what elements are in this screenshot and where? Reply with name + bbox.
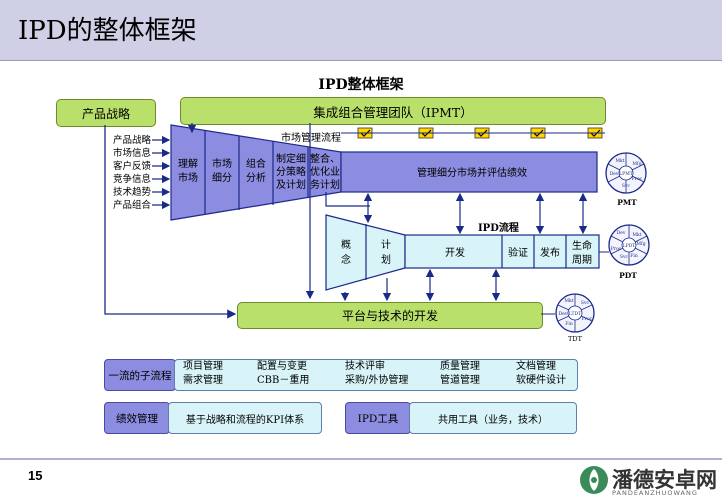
brand-subtitle: PANDEANZHUOWANG [612, 489, 698, 497]
ipd-step-concept: 概 [341, 238, 351, 251]
subprocess-item: 软硬件设计 [516, 375, 566, 386]
market-step-line: 组合 [246, 157, 266, 170]
ipd-step-release: 发布 [540, 246, 560, 259]
strategy-input-list: 产品战略 市场信息 客户反馈 竞争信息 技术趋势 产品组合 [113, 134, 183, 212]
market-step-line: 优化业 [310, 165, 340, 178]
wheel-label: Proc [582, 316, 593, 322]
market-step-line: 分策略 [276, 165, 306, 178]
wheel-label: Fin [630, 253, 638, 259]
subprocess-grid [174, 359, 578, 391]
wheel-label: Svc [620, 254, 629, 260]
subprocess-item: 管道管理 [440, 375, 480, 386]
subprocess-item: 需求管理 [183, 375, 223, 386]
pmt-label: PMT [617, 198, 637, 207]
strategy-input: 技术趋势 [113, 187, 152, 198]
perf-label-box: 绩效管理 [104, 402, 170, 434]
market-manage-text: 管理细分市场并评估绩效 [417, 166, 527, 179]
market-step-line: 整合、 [310, 152, 340, 165]
slide-header: IPD的整体框架 [0, 0, 722, 61]
brand-name: 潘德安卓网 [612, 468, 717, 492]
subprocess-item: CBB－重用 [257, 375, 310, 386]
pdt-label: PDT [619, 271, 637, 280]
wheel-label: Proc [632, 176, 643, 182]
wheel-label: Fin [565, 321, 573, 327]
market-step-line: 理解 [178, 157, 198, 170]
wheel-label: Mkt [564, 298, 573, 304]
ipd-step-lifecycle: 周期 [572, 254, 592, 266]
ipd-step-concept: 念 [341, 253, 351, 266]
tdt-wheel [555, 293, 595, 333]
wheel-label: Mfg [636, 241, 645, 247]
wheel-label: LPMT [619, 171, 633, 177]
wheel-label: Svc [622, 183, 631, 189]
wheel-label: Dev [610, 171, 619, 177]
strategy-input: 竞争信息 [113, 174, 152, 185]
subprocess-item: 质量管理 [440, 361, 480, 372]
market-step-line: 市场 [212, 157, 232, 170]
tools-text-box: 共用工具（业务，技术） [409, 402, 577, 434]
product-strategy-box: 产品战略 [56, 99, 156, 127]
brand-logo-icon [580, 466, 608, 494]
wheel-label: Dev [559, 311, 568, 317]
ipd-framework-diagram: Mkt Mfg Proc Svc Dev LPMT Dev Mkt Mfg Fi… [104, 123, 650, 343]
ipd-step-develop: 开发 [445, 246, 465, 259]
tdt-label: TDT [568, 335, 583, 343]
slide-title: IPD的整体框架 [18, 16, 197, 46]
page-number: 15 [28, 468, 43, 483]
market-flow-label: 市场管理流程 [281, 131, 341, 144]
platform-tech-box: 平台与技术的开发 [237, 302, 543, 329]
footer-divider [0, 458, 722, 460]
subprocess-item: 项目管理 [183, 361, 223, 372]
subprocess-item: 采购/外协管理 [345, 375, 409, 386]
wheel-label: Proc [611, 246, 622, 252]
strategy-input: 产品战略 [113, 135, 152, 146]
market-step-line: 制定细 [276, 152, 306, 165]
market-step-line: 细分 [212, 171, 232, 184]
wheel-label: Svc [581, 300, 590, 306]
strategy-input: 客户反馈 [113, 161, 152, 172]
market-step-line: 市场 [178, 171, 198, 184]
diagram-title: IPD整体框架 [318, 77, 404, 93]
tools-label-box: IPD工具 [345, 402, 411, 434]
pmt-wheel [605, 152, 647, 194]
wheel-label: LPDT [623, 243, 636, 249]
pdt-wheel [608, 224, 650, 266]
subprocess-item: 配置与变更 [257, 361, 307, 372]
subprocess-item: 技术评审 [345, 361, 385, 372]
wheel-label: Dev [617, 230, 626, 236]
strategy-input: 市场信息 [113, 148, 152, 159]
wheel-label: Mkt [615, 158, 624, 164]
ipmt-box: 集成组合管理团队（IPMT） [180, 97, 606, 125]
market-step-line: 及计划 [276, 178, 306, 191]
wheel-label: LTDT [569, 311, 581, 317]
ipd-step-lifecycle: 生命 [572, 239, 592, 252]
ipd-step-plan: 划 [381, 253, 391, 266]
subprocess-label-box: 一流的子流程 [104, 359, 176, 391]
market-step-line: 分析 [246, 171, 266, 184]
ipd-step-plan: 计 [381, 238, 391, 251]
subprocess-item: 文档管理 [516, 361, 556, 372]
ipd-step-verify: 验证 [508, 246, 528, 259]
ipd-flow-label: IPD流程 [478, 221, 519, 234]
wheel-label: Mkt [632, 232, 641, 238]
strategy-input: 产品组合 [113, 200, 152, 211]
market-step-line: 务计划 [310, 178, 340, 191]
wheel-label: Mfg [632, 161, 641, 167]
market-manage-bar [340, 151, 598, 193]
perf-text-box: 基于战略和流程的KPI体系 [168, 402, 322, 434]
